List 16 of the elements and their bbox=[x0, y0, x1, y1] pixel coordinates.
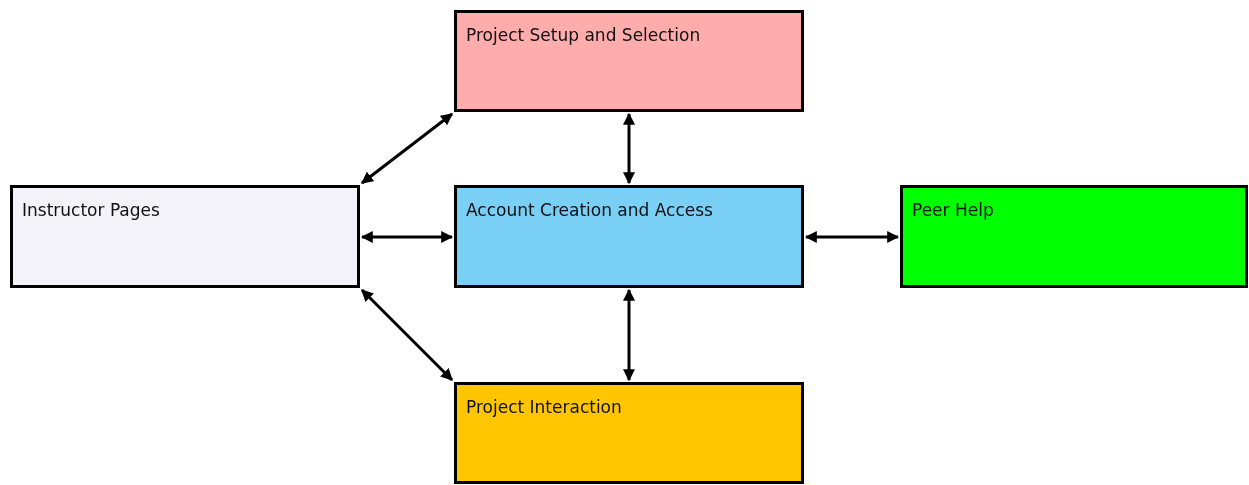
double-arrow bbox=[361, 112, 453, 185]
box-label: Account Creation and Access bbox=[466, 200, 713, 220]
double-arrow bbox=[360, 288, 454, 382]
box-label: Peer Help bbox=[912, 200, 994, 220]
box-label: Instructor Pages bbox=[22, 200, 160, 220]
double-arrow bbox=[804, 231, 900, 243]
double-arrow bbox=[623, 288, 635, 382]
process-box bbox=[454, 10, 804, 112]
process-box bbox=[454, 382, 804, 484]
double-arrow bbox=[623, 112, 635, 185]
double-arrow bbox=[360, 231, 454, 243]
process-box bbox=[10, 185, 360, 288]
process-box bbox=[454, 185, 804, 288]
process-box bbox=[900, 185, 1248, 288]
box-label: Project Setup and Selection bbox=[466, 25, 701, 45]
box-label: Project Interaction bbox=[466, 397, 622, 417]
